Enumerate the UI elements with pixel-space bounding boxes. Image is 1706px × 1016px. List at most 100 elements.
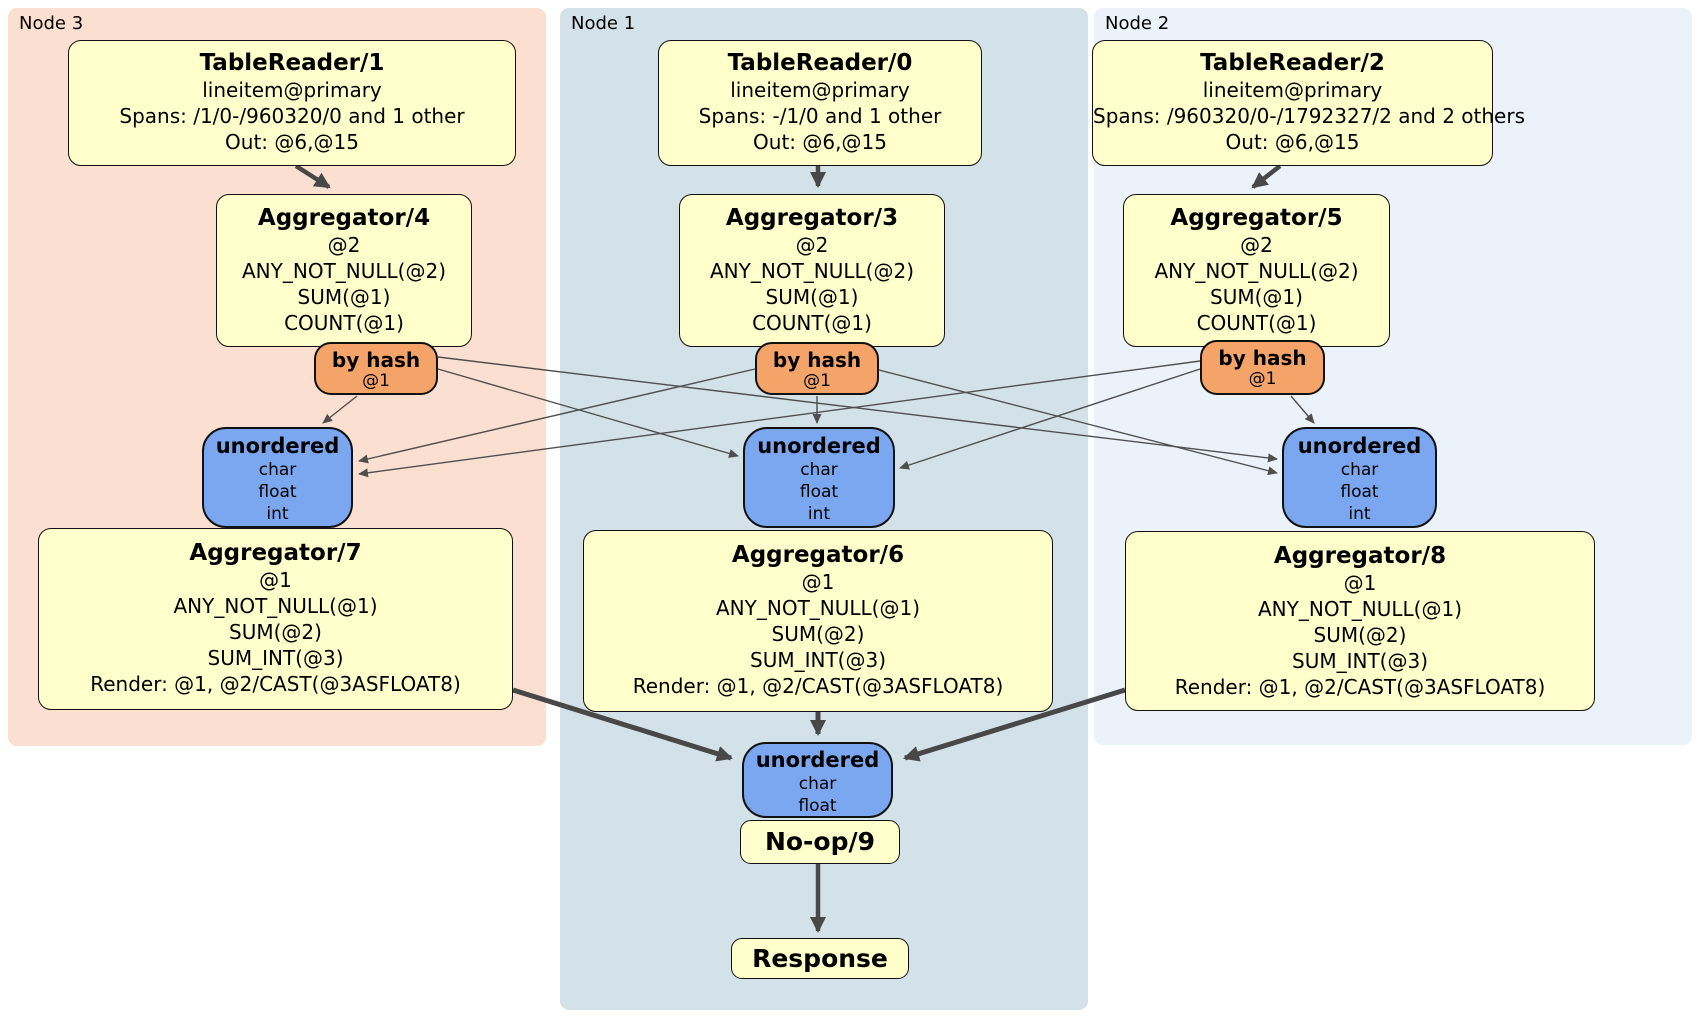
processor-row: ANY_NOT_NULL(@1)	[173, 594, 378, 618]
sync-title: unordered	[1297, 434, 1422, 458]
processor-row: lineitem@primary	[202, 78, 382, 102]
processor-row: SUM(@2)	[1313, 623, 1407, 647]
processor-row: COUNT(@1)	[284, 311, 404, 335]
router-title: by hash	[331, 348, 421, 372]
sync-row: char	[798, 774, 837, 794]
processor-row: SUM_INT(@3)	[750, 648, 886, 672]
router-row: @1	[362, 371, 390, 391]
node-label: Node 3	[19, 13, 84, 34]
edge-router2-to-sync3	[358, 360, 1201, 478]
sync-row: char	[1340, 460, 1379, 480]
processor-row: ANY_NOT_NULL(@2)	[1154, 259, 1359, 283]
processor-row: ANY_NOT_NULL(@1)	[716, 596, 920, 620]
aggregator-7: Aggregator/7 @1 ANY_NOT_NULL(@1) SUM(@2)…	[38, 528, 513, 710]
aggregator-3: Aggregator/3 @2 ANY_NOT_NULL(@2) SUM(@1)…	[679, 194, 945, 347]
sync-unordered-node2: unordered char float int	[1282, 427, 1437, 528]
sync-unordered-final: unordered char float	[742, 742, 893, 818]
processor-row: SUM_INT(@3)	[1292, 649, 1428, 673]
processor-row: Out: @6,@15	[753, 130, 887, 154]
processor-row: @1	[801, 570, 835, 594]
sync-row: int	[807, 504, 831, 524]
processor-row: @1	[259, 568, 292, 592]
sync-row: float	[258, 482, 297, 502]
edge-router1-to-sync3	[358, 368, 756, 464]
processor-title: Aggregator/7	[189, 540, 362, 566]
router-by-hash-node2: by hash @1	[1200, 340, 1325, 395]
processor-title: Aggregator/8	[1273, 543, 1447, 569]
router-row: @1	[1248, 369, 1277, 389]
processor-row: Spans: -/1/0 and 1 other	[698, 104, 942, 128]
processor-row: @2	[1240, 233, 1273, 257]
aggregator-6: Aggregator/6 @1 ANY_NOT_NULL(@1) SUM(@2)…	[583, 530, 1053, 712]
processor-title: Aggregator/4	[257, 205, 431, 231]
processor-row: SUM(@1)	[1210, 285, 1303, 309]
processor-row: Spans: /960320/0-/1792327/2 and 2 others	[1093, 104, 1526, 128]
router-title: by hash	[772, 348, 862, 372]
router-row: @1	[803, 371, 831, 391]
processor-row: Out: @6,@15	[225, 130, 359, 154]
sync-row: float	[798, 796, 837, 816]
router-by-hash-node3: by hash @1	[314, 342, 438, 395]
processor-row: @1	[1343, 571, 1377, 595]
aggregator-4: Aggregator/4 @2 ANY_NOT_NULL(@2) SUM(@1)…	[216, 194, 472, 347]
edge-router3-to-sync1	[437, 368, 739, 458]
node-label: Node 1	[571, 13, 636, 34]
processor-row: lineitem@primary	[1202, 78, 1383, 102]
processor-title: No-op/9	[764, 827, 876, 856]
sync-unordered-node1: unordered char float int	[743, 427, 895, 528]
node-label: Node 2	[1105, 13, 1170, 34]
aggregator-5: Aggregator/5 @2 ANY_NOT_NULL(@2) SUM(@1)…	[1123, 194, 1390, 347]
processor-title: Aggregator/6	[731, 542, 905, 568]
edge-router1-to-sync2	[878, 369, 1278, 476]
router-title: by hash	[1218, 346, 1307, 370]
sync-unordered-node3: unordered char float int	[202, 427, 353, 528]
sync-row: int	[1348, 504, 1371, 524]
processor-title: Response	[752, 944, 888, 973]
edge-aggregator7-to-final-sync	[512, 687, 733, 762]
processor-row: ANY_NOT_NULL(@2)	[242, 259, 446, 283]
sync-title: unordered	[755, 748, 880, 772]
processor-row: SUM_INT(@3)	[207, 646, 344, 670]
edge-tablereader2-to-aggregator5	[1251, 164, 1282, 189]
sync-row: char	[800, 460, 838, 480]
processor-row: Out: @6,@15	[1225, 130, 1360, 154]
edge-tablereader1-to-aggregator4	[294, 164, 331, 189]
tablereader-1: TableReader/1 lineitem@primary Spans: /1…	[68, 40, 516, 166]
edge-router2-to-sync1	[899, 368, 1201, 470]
sync-title: unordered	[215, 434, 340, 458]
processor-row: COUNT(@1)	[1196, 311, 1317, 335]
edge-aggregator8-to-final-sync	[903, 687, 1126, 762]
processor-row: ANY_NOT_NULL(@2)	[710, 259, 914, 283]
edge-router3-to-sync2	[437, 356, 1278, 463]
router-by-hash-node1: by hash @1	[755, 342, 879, 395]
sync-title: unordered	[757, 434, 881, 458]
processor-row: @2	[795, 233, 829, 257]
processor-row: lineitem@primary	[730, 78, 910, 102]
aggregator-8: Aggregator/8 @1 ANY_NOT_NULL(@1) SUM(@2)…	[1125, 531, 1595, 711]
sync-row: float	[1340, 482, 1379, 502]
noop-9: No-op/9	[740, 820, 900, 864]
processor-row: SUM(@2)	[771, 622, 865, 646]
processor-title: TableReader/1	[199, 50, 385, 76]
edge-router2-to-sync2	[1290, 395, 1315, 424]
processor-row: COUNT(@1)	[752, 311, 872, 335]
processor-title: TableReader/2	[1200, 50, 1385, 76]
sync-row: float	[799, 482, 839, 502]
processor-row: SUM(@1)	[765, 285, 859, 309]
sync-row: int	[266, 504, 289, 524]
response: Response	[731, 938, 909, 979]
processor-row: Render: @1, @2/CAST(@3ASFLOAT8)	[1174, 675, 1546, 699]
processor-row: SUM(@1)	[297, 285, 391, 309]
processor-row: Spans: /1/0-/960320/0 and 1 other	[119, 104, 465, 128]
tablereader-2: TableReader/2 lineitem@primary Spans: /9…	[1092, 40, 1526, 166]
tablereader-0: TableReader/0 lineitem@primary Spans: -/…	[658, 40, 982, 166]
processor-title: TableReader/0	[727, 50, 913, 76]
processor-row: Render: @1, @2/CAST(@3ASFLOAT8)	[90, 672, 461, 696]
sync-row: char	[258, 460, 297, 480]
processor-title: Aggregator/3	[725, 205, 899, 231]
edge-router3-to-sync3	[322, 395, 358, 424]
processor-title: Aggregator/5	[1170, 205, 1343, 231]
processor-row: SUM(@2)	[229, 620, 322, 644]
